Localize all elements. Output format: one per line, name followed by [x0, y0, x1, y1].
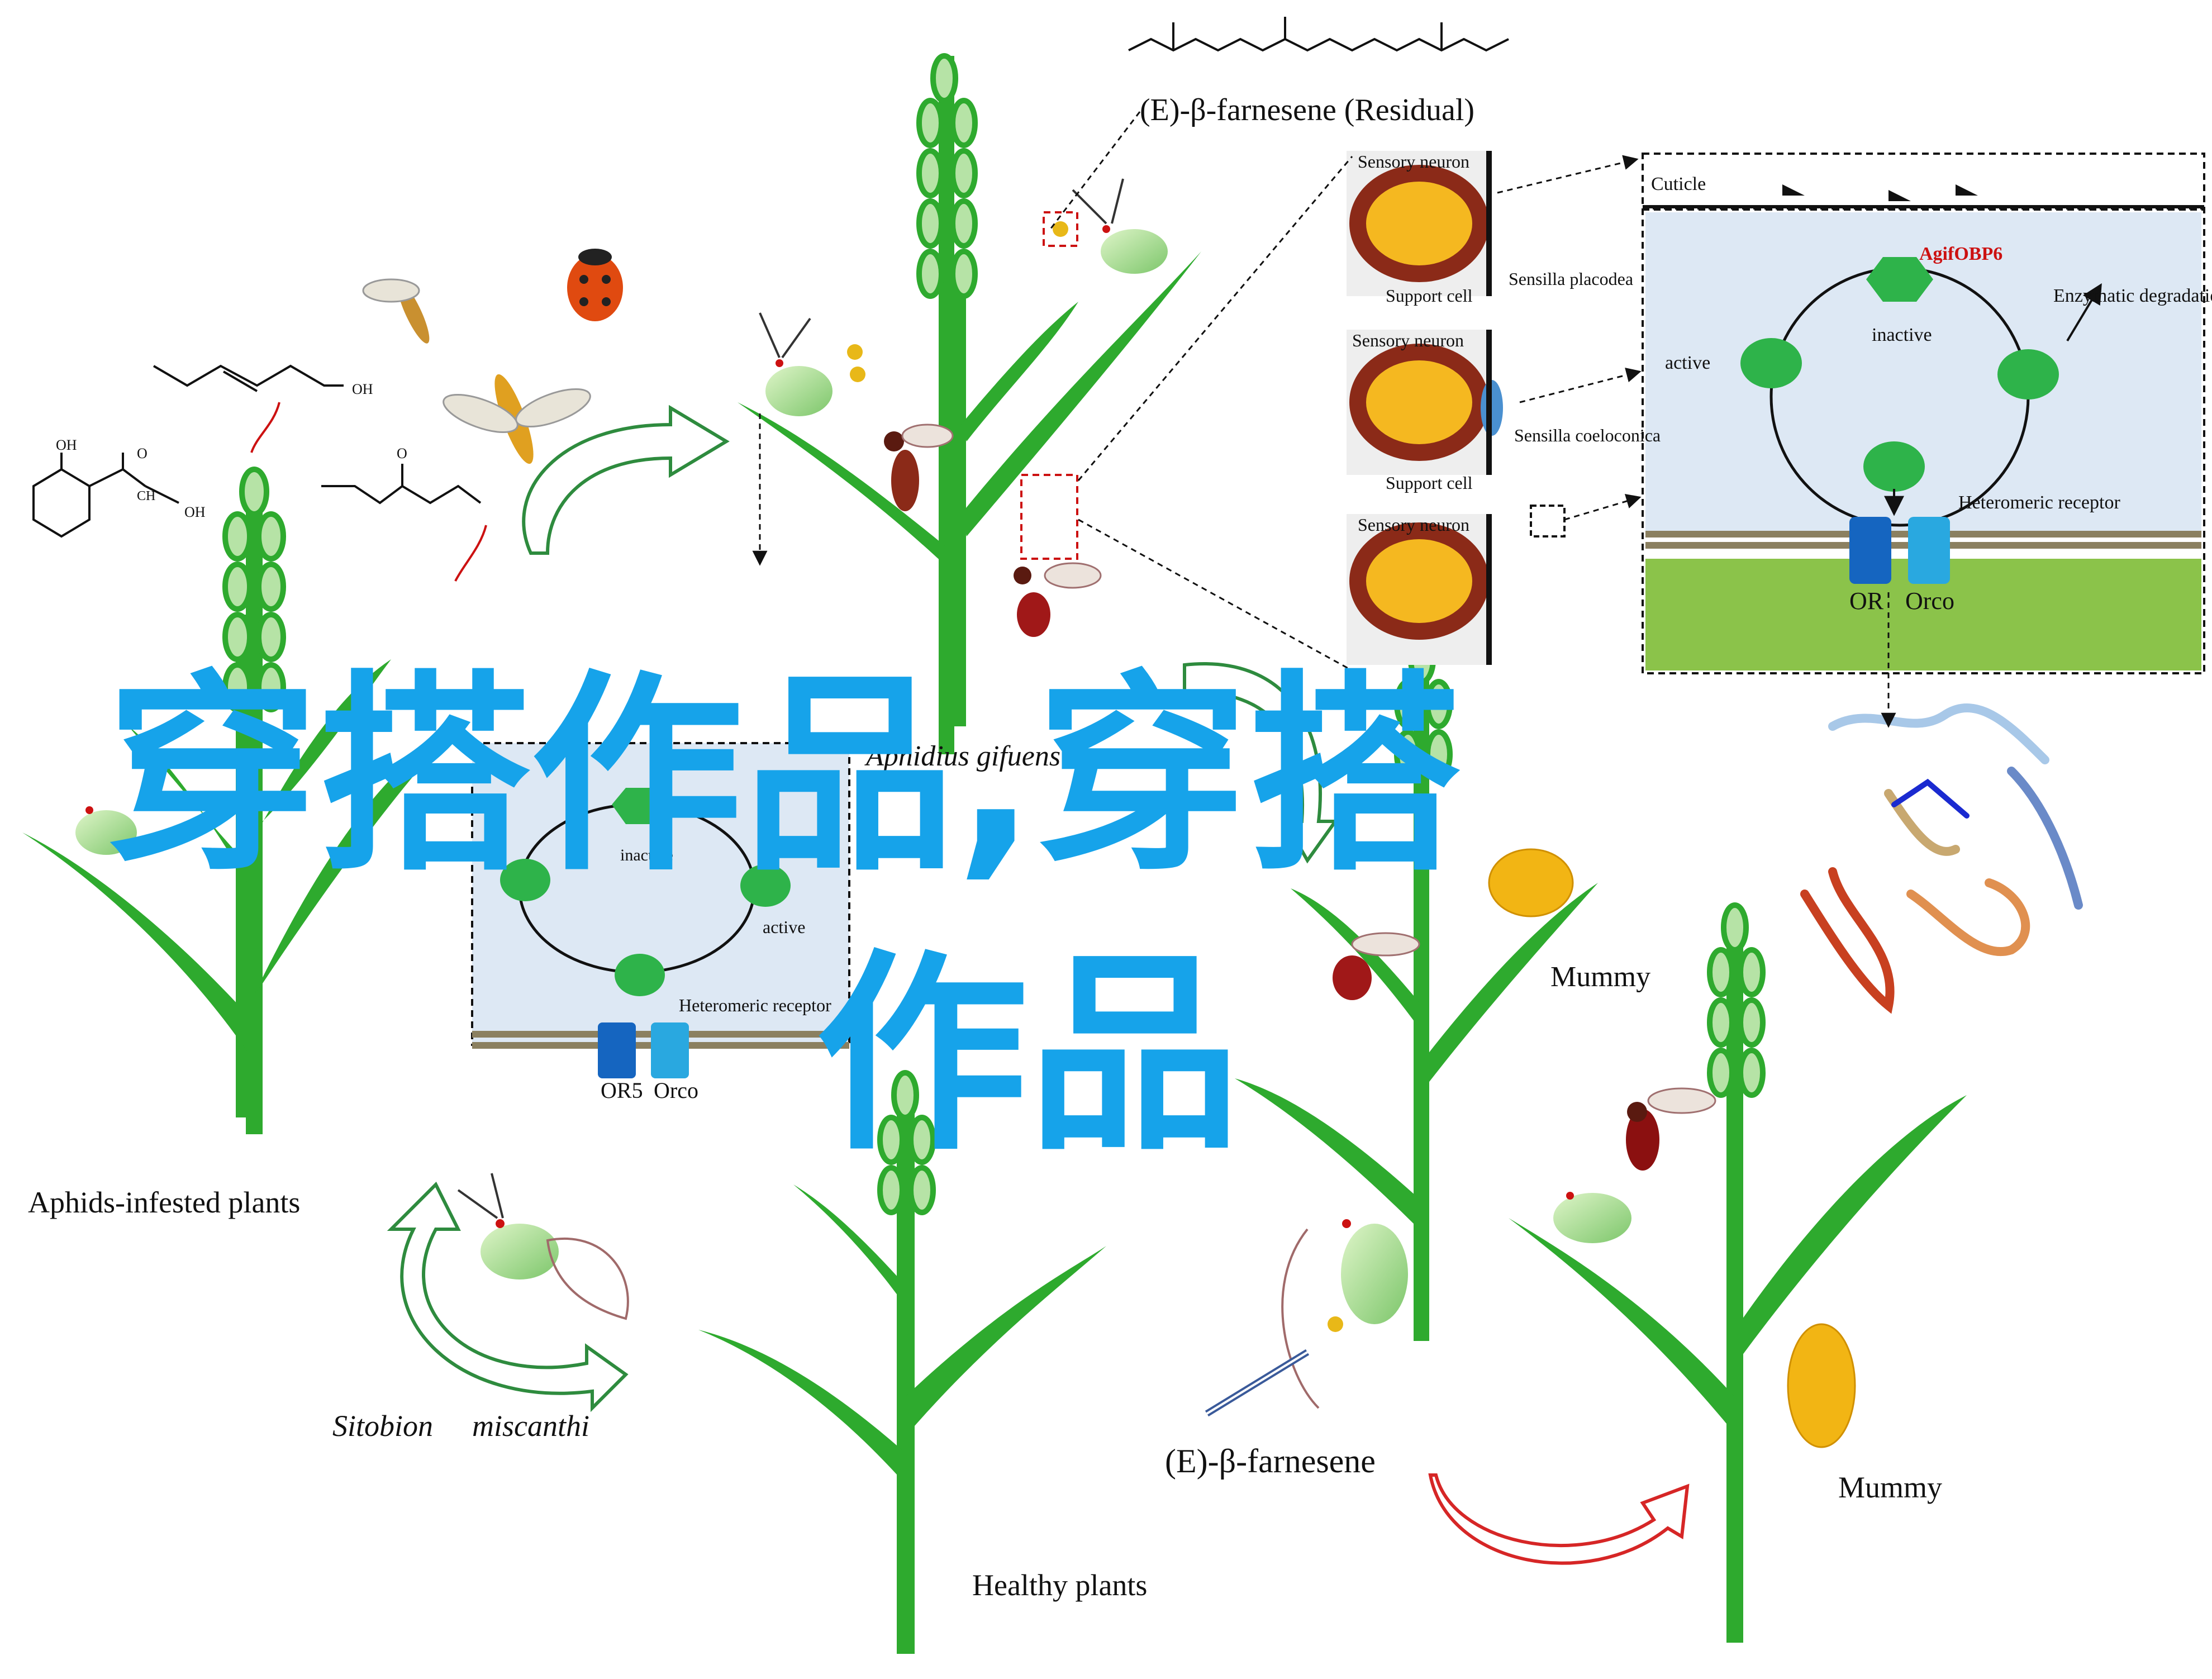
chem-hexenol — [153, 364, 344, 392]
label-miscanthi: miscanthi — [472, 1409, 589, 1443]
aphid-bottom-right — [1553, 1192, 1631, 1243]
label-orco-top: Orco — [1905, 587, 1954, 615]
label-sensory-neuron-2: Sensory neuron — [1352, 330, 1464, 350]
sensilla-panel-2 — [1347, 330, 1503, 475]
odor-droplets — [847, 211, 1343, 1332]
chem-heptenone — [321, 464, 482, 505]
label-aphidius: Aphidius gifuensis — [864, 740, 1080, 772]
plant-top-center — [738, 53, 1201, 754]
chem-label-o-1: O — [137, 445, 148, 462]
label-aphids-infested: Aphids-infested plants — [28, 1186, 300, 1219]
label-obp379: OBP3/7/9 — [763, 836, 836, 856]
wasp-mummy-plant — [1333, 932, 1420, 1000]
chem-label-oh-1: OH — [352, 381, 373, 397]
green-cycle-arrow-middle — [1183, 662, 1339, 864]
label-mummy-1: Mummy — [1550, 961, 1650, 993]
hoverfly-large — [443, 374, 591, 464]
label-cuticle: Cuticle — [1651, 174, 1706, 194]
wasp-bottom-right — [1626, 1087, 1716, 1171]
label-support-cell-1: Support cell — [1386, 286, 1473, 306]
wasp-middle-plant — [1014, 562, 1102, 637]
mummy-bottom-right — [1787, 1323, 1856, 1448]
label-support-cell-2: Support cell — [1386, 473, 1473, 493]
protein-structure — [1800, 703, 2083, 1014]
label-farnesene-residual: (E)-β-farnesene (Residual) — [1140, 93, 1474, 127]
aphid-left-plant — [759, 312, 833, 416]
ladybug — [567, 249, 623, 321]
chem-label-oh-2: OH — [56, 437, 77, 453]
mummy-middle — [1488, 848, 1574, 917]
label-sensilla-coeloconica: Sensilla coeloconica — [1514, 425, 1661, 445]
label-sensilla-placodea: Sensilla placodea — [1509, 269, 1633, 289]
hoverfly-small — [362, 278, 430, 344]
label-heteromeric-receptor-middle: Heteromeric receptor — [679, 995, 831, 1015]
watermark-line-2: 作品 — [816, 931, 1240, 1179]
label-farnesene: (E)-β-farnesene — [1165, 1443, 1376, 1480]
chem-label-o-2: O — [397, 445, 407, 462]
green-cycle-arrow-top — [522, 405, 730, 555]
label-orco-middle: Orco — [654, 1078, 698, 1103]
plant-healthy — [698, 1070, 1106, 1654]
label-mummy-2: Mummy — [1838, 1471, 1942, 1504]
label-sitobion: Sitobion — [332, 1409, 433, 1443]
chem-salicylaldehyde — [32, 453, 179, 538]
label-enzymatic-degradation: Enzymatic degradation — [2053, 286, 2212, 306]
text-labels: (E)-β-farnesene (Residual) Sensory neuro… — [28, 93, 2212, 1602]
aphid-sitobion — [457, 1173, 629, 1320]
aphid-lower-left — [75, 806, 137, 855]
chem-farnesene-top — [1128, 17, 1509, 52]
plant-aphids-infested — [22, 467, 458, 1134]
dashed-connectors — [752, 111, 1896, 728]
red-cycle-arrow — [1428, 1473, 1690, 1565]
label-sensory-neuron-3: Sensory neuron — [1358, 515, 1469, 535]
chem-red-links — [250, 402, 487, 582]
chem-label-ch: CH — [137, 489, 155, 503]
pipette — [1205, 1349, 1310, 1417]
sensilla-panel-3 — [1347, 505, 1566, 665]
aphid-bottom-middle — [1281, 1219, 1408, 1409]
label-healthy-plants: Healthy plants — [972, 1568, 1147, 1602]
watermark-overlay: 穿搭作品,穿搭 作品 — [106, 652, 1461, 1179]
watermark-line-1: 穿搭作品,穿搭 — [106, 652, 1461, 900]
aphid-top-center — [1072, 178, 1168, 274]
receptor-panel-top — [1642, 153, 2205, 674]
label-sensory-neuron-1: Sensory neuron — [1358, 151, 1469, 172]
green-cycle-arrow-bottom — [387, 1181, 629, 1412]
label-heteromeric-receptor-top: Heteromeric receptor — [1958, 492, 2120, 513]
plant-mummy-bottom-right — [1509, 902, 1967, 1643]
label-or5: OR5 — [601, 1078, 643, 1103]
label-agifobp6: AgifOBP6 — [1919, 244, 2002, 264]
receptor-panel-middle — [471, 742, 850, 1078]
label-inactive-middle: inactive — [620, 846, 673, 864]
label-active-middle: active — [763, 917, 805, 937]
chem-label-oh-3: OH — [184, 504, 206, 520]
label-active-top: active — [1665, 353, 1710, 373]
label-or-top: OR — [1849, 587, 1884, 615]
sensilla-panel-1 — [1347, 151, 1492, 296]
wasp-center — [884, 424, 954, 511]
label-inactive-top: inactive — [1872, 325, 1932, 345]
